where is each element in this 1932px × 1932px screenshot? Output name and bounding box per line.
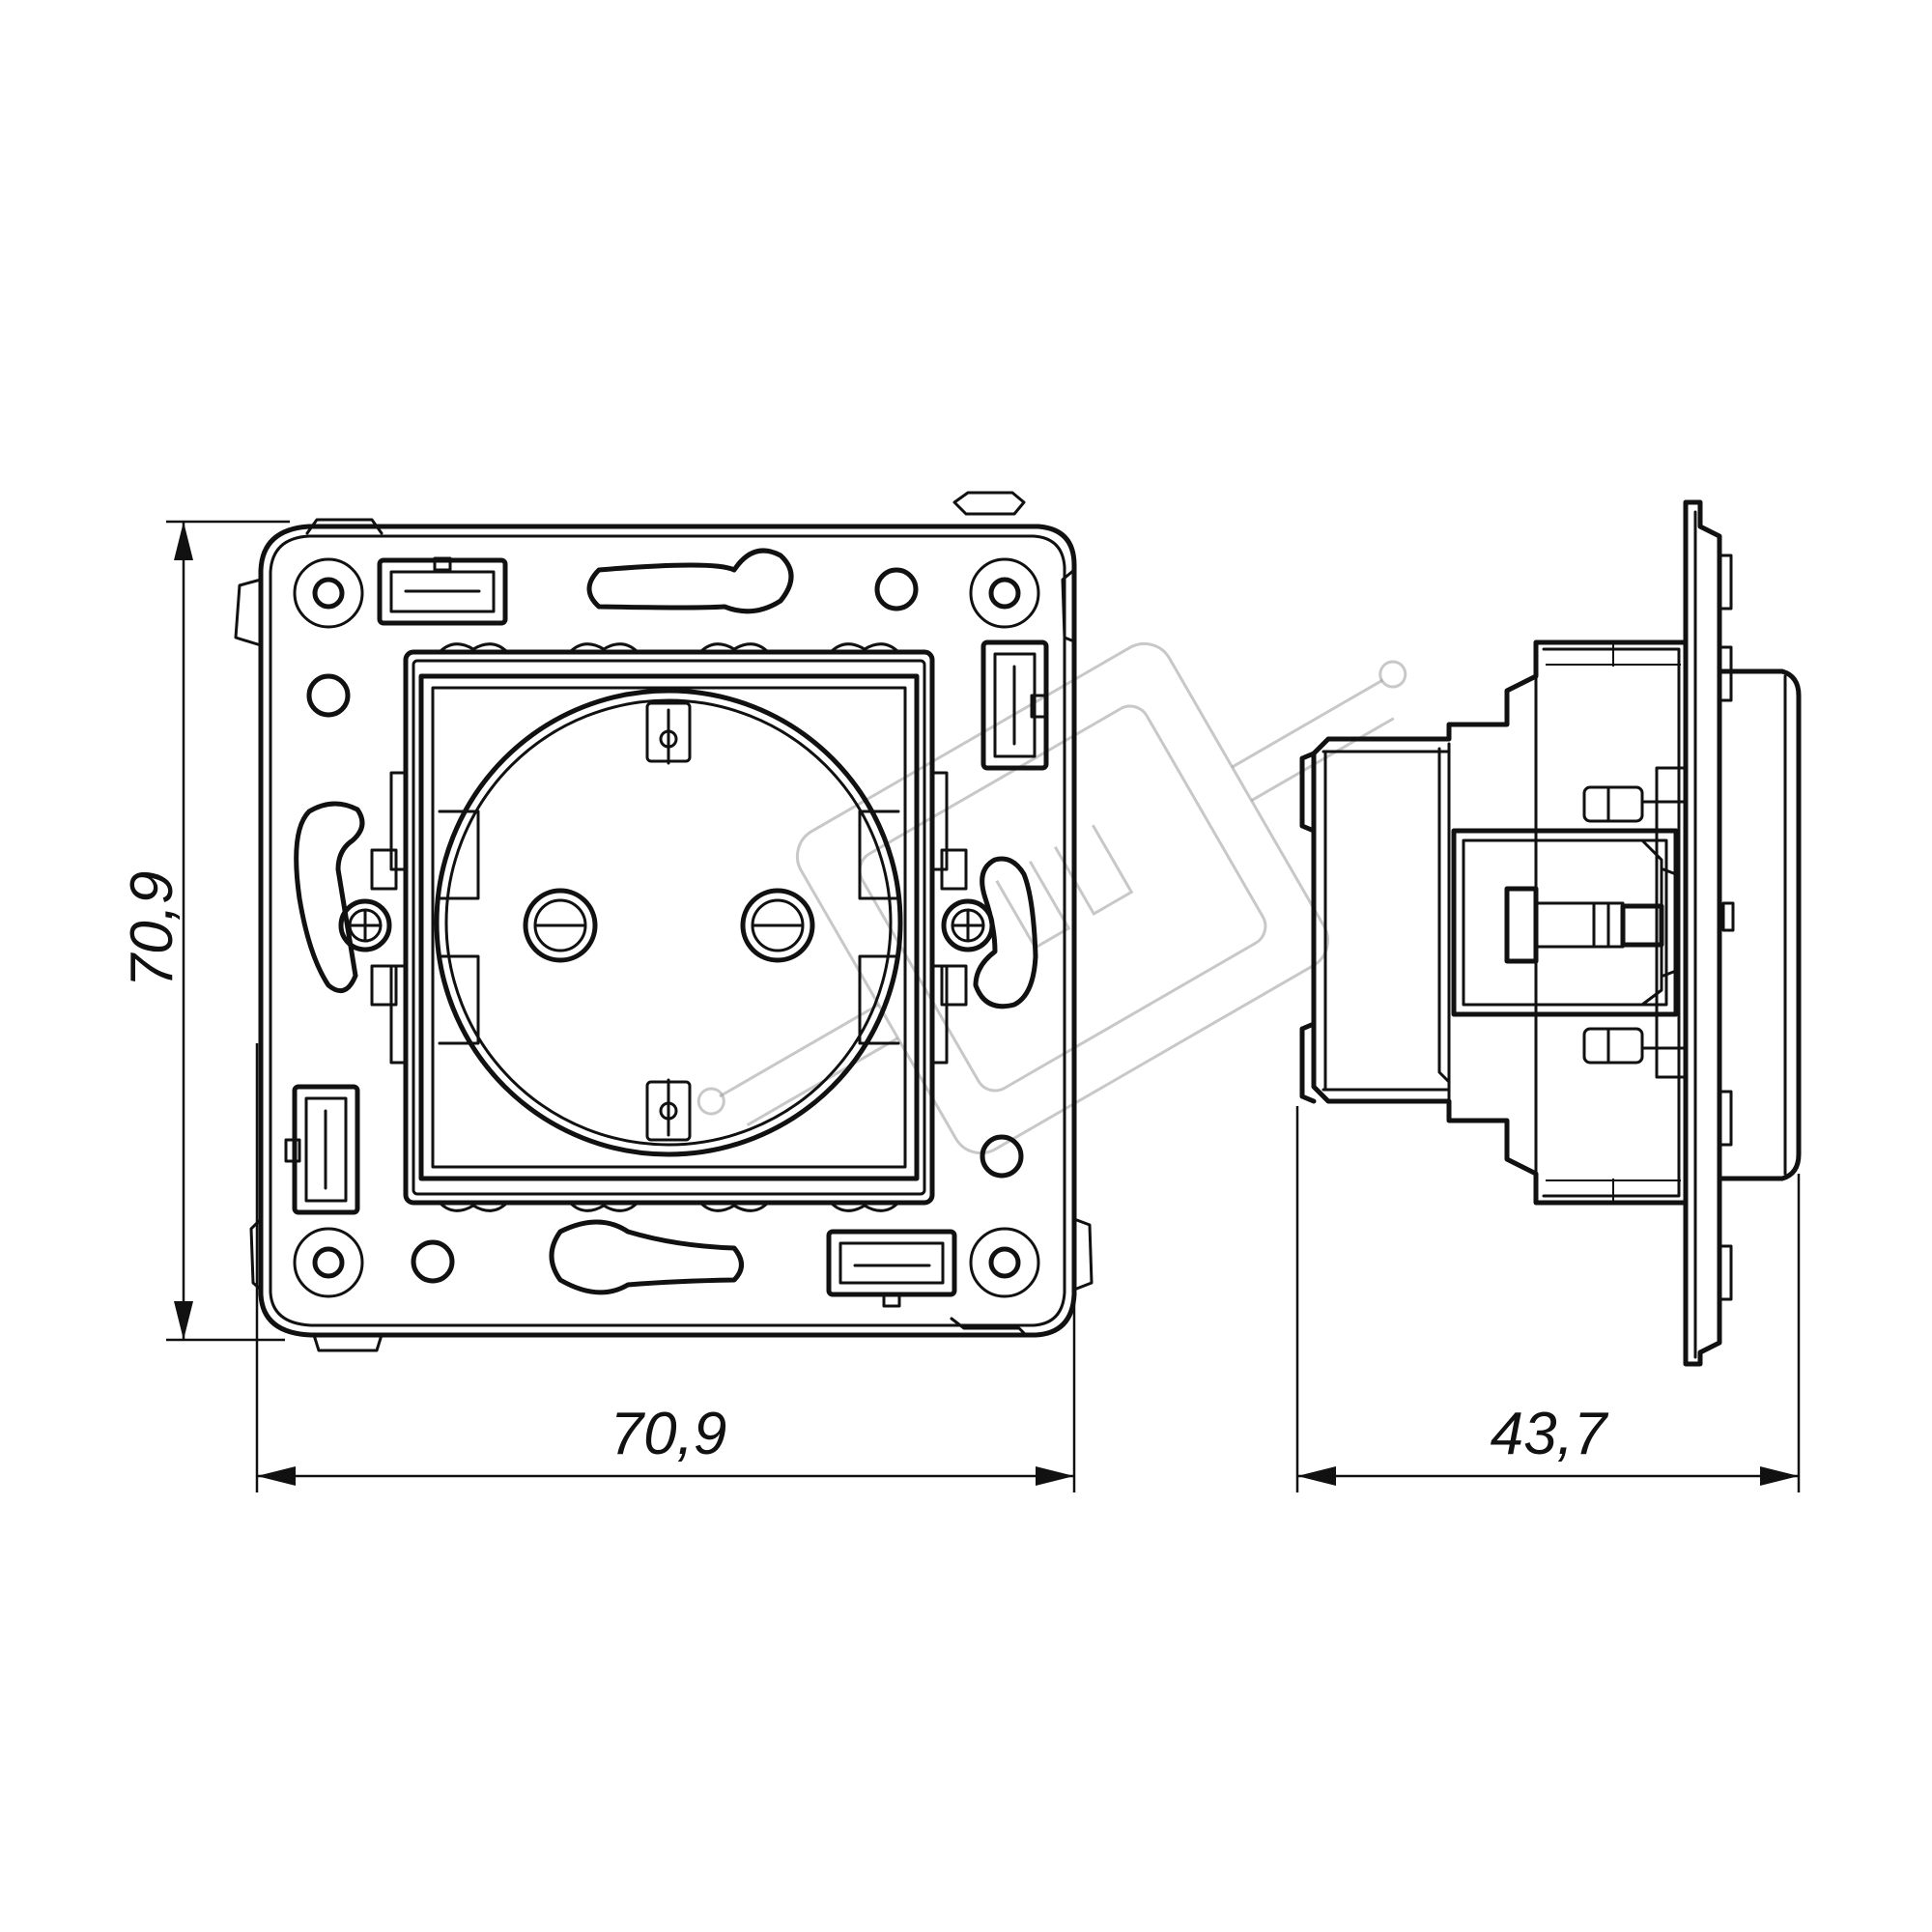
fixing-screws: [338, 898, 995, 952]
side-plate: [1683, 499, 1722, 1367]
right-bottom-clip: [1072, 1217, 1094, 1292]
socket-recess: [434, 688, 903, 1157]
left-top-clip: [234, 578, 263, 647]
keyhole-slot-right: [973, 856, 1038, 1009]
side-cover: [1717, 668, 1802, 1181]
side-housing: [1311, 639, 1689, 1206]
bottom-left-clip: [312, 1333, 384, 1352]
dimension-side-depth: 43,7: [1295, 1106, 1801, 1492]
side-mechanism: [1451, 828, 1679, 1017]
keyhole-slot-top: [586, 548, 794, 614]
socket-body: [370, 642, 968, 1212]
side-view: [1299, 499, 1802, 1367]
pin-hole-right: [740, 888, 815, 963]
terminal-blocks: [284, 556, 1049, 1308]
front-height-label: 70,9: [119, 871, 185, 988]
keyhole-slot-left: [294, 801, 365, 994]
side-internal-pins: [1582, 766, 1688, 1079]
keyhole-slot-bottom: [549, 1219, 744, 1295]
top-right-clip: [952, 491, 1026, 516]
small-holes: [306, 567, 1024, 1284]
dimension-front-width: 70,9: [255, 1043, 1076, 1492]
watermark-logo: [696, 641, 1407, 1155]
side-depth-label: 43,7: [1491, 1401, 1609, 1467]
top-left-clip: [305, 518, 384, 535]
pin-hole-left: [523, 888, 598, 963]
dimension-front-height: 70,9: [119, 520, 290, 1342]
frame-outline: [258, 524, 1077, 1338]
front-view: [234, 491, 1094, 1352]
corner-holes: [293, 557, 1040, 1298]
right-top-clip: [1061, 568, 1076, 643]
front-width-label: 70,9: [611, 1401, 727, 1467]
bottom-right-clip: [950, 1317, 1028, 1337]
